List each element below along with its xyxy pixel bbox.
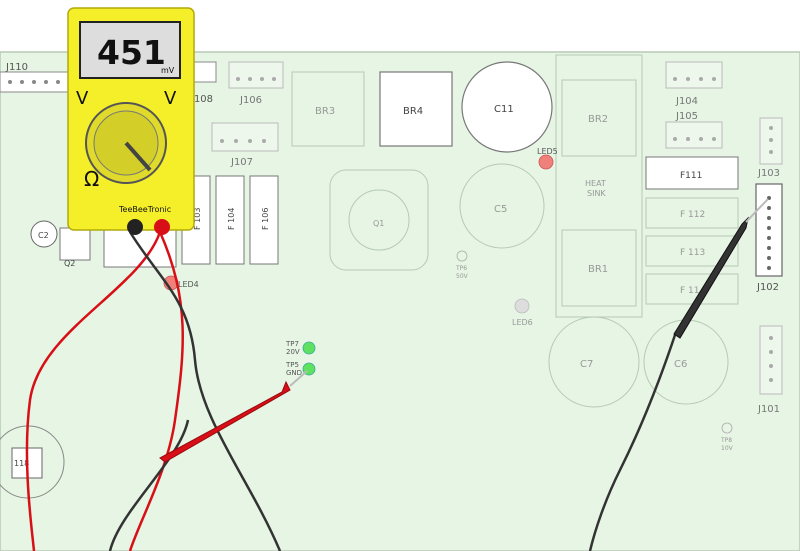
label-f113: F 113	[680, 248, 705, 258]
capacitor-c6[interactable]: C6	[643, 319, 729, 405]
label-tp5-gnd: GND	[286, 369, 302, 377]
mode-ac-volts[interactable]: V	[76, 88, 89, 109]
label-tp7: TP7	[285, 340, 299, 348]
capacitor-c7[interactable]: C7	[548, 316, 640, 408]
com-jack[interactable]	[127, 219, 143, 235]
fuse-f111[interactable]: F111	[645, 156, 739, 190]
dial-pointer	[124, 141, 152, 172]
meter-brand: TeeBeeTronic	[118, 205, 171, 214]
label-br3: BR3	[315, 106, 335, 117]
label-f114: F 11	[680, 286, 700, 296]
multimeter[interactable]: 451 mV V V Ω TeeBeeTronic	[67, 7, 195, 235]
testpoint-tp6[interactable]: TP6 50V	[455, 250, 469, 280]
label-sink: SINK	[587, 189, 606, 198]
bridge-br1[interactable]: BR1	[561, 229, 637, 307]
black-wire-branch	[108, 419, 190, 551]
capacitor-c2[interactable]: C2	[30, 220, 58, 248]
label-br1: BR1	[588, 264, 608, 275]
label-tp5: TP5	[285, 361, 299, 369]
bridge-br2[interactable]: BR2	[561, 79, 637, 157]
label-f106: F 106	[261, 208, 270, 230]
fuse-f112[interactable]: F 112	[645, 197, 739, 229]
probe-wires	[25, 231, 678, 551]
meter-unit: mV	[161, 66, 175, 75]
connector-j102[interactable]: J102	[755, 183, 783, 293]
red-probe[interactable]	[159, 370, 308, 463]
transistor-q1[interactable]: Q1	[329, 169, 429, 271]
label-j105: J105	[675, 111, 698, 122]
connector-j104[interactable]: J104	[665, 61, 723, 107]
label-j106: J106	[239, 95, 262, 106]
label-br2: BR2	[588, 114, 608, 125]
label-j110: J110	[5, 62, 28, 73]
mode-dc-volts[interactable]: V	[164, 88, 177, 109]
red-wire-loop	[128, 231, 184, 551]
red-probe-tip	[289, 370, 308, 387]
black-wire	[128, 231, 282, 551]
led-5[interactable]: LED5	[537, 147, 558, 170]
connector-j110[interactable]: J110	[0, 62, 76, 93]
connector-j103[interactable]: J103	[757, 117, 783, 179]
fuse-f106[interactable]: F 106	[249, 175, 279, 265]
connector-j107[interactable]: J107	[211, 122, 279, 168]
label-j103: J103	[757, 168, 780, 179]
black-probe-tip	[745, 198, 769, 223]
label-c5: C5	[494, 204, 507, 215]
label-tp8: TP8	[720, 437, 732, 444]
label-tp7-voltage: 20V	[286, 348, 300, 356]
transistor-q2[interactable]: Q2	[59, 227, 91, 268]
label-f111: F111	[680, 171, 702, 181]
label-f104: F 104	[227, 208, 236, 230]
testpoint-tp7[interactable]: TP7 20V	[285, 340, 316, 356]
connector-j101[interactable]: J101	[757, 325, 783, 415]
label-j101: J101	[757, 404, 780, 415]
led-6[interactable]: LED6	[512, 298, 533, 327]
bridge-br4[interactable]: BR4	[379, 71, 453, 147]
label-c2: C2	[38, 231, 49, 240]
label-heat: HEAT	[585, 179, 606, 188]
label-br4: BR4	[403, 106, 423, 117]
fuse-f104[interactable]: F 104	[215, 175, 245, 265]
meter-reading: 451	[97, 33, 166, 72]
meter-display	[79, 21, 181, 79]
label-j104: J104	[675, 96, 698, 107]
testpoint-tp8[interactable]: TP8 10V	[720, 422, 734, 452]
label-c11: C11	[494, 104, 514, 115]
label-j108: J108	[190, 94, 213, 105]
label-tp6: TP6	[455, 265, 467, 272]
mode-ohms[interactable]: Ω	[84, 167, 99, 191]
black-wire-right	[588, 331, 678, 551]
label-led6: LED6	[512, 318, 533, 327]
label-led4: LED4	[178, 280, 199, 289]
label-u18: 118	[14, 459, 29, 468]
label-tp8-voltage: 10V	[721, 445, 734, 452]
label-f103: F 103	[193, 208, 202, 230]
connector-j105[interactable]: J105	[665, 111, 723, 149]
connector-j106[interactable]: J106	[228, 61, 284, 106]
label-q2: Q2	[64, 259, 75, 268]
label-j102: J102	[756, 282, 779, 293]
bridge-br3[interactable]: BR3	[291, 71, 365, 147]
label-c6: C6	[674, 359, 687, 370]
voltage-jack[interactable]	[154, 219, 170, 235]
capacitor-c11[interactable]: C11	[461, 61, 553, 153]
label-f112: F 112	[680, 210, 705, 220]
red-wire-left	[25, 231, 162, 551]
label-led5: LED5	[537, 147, 558, 156]
black-probe[interactable]	[673, 198, 769, 339]
label-c7: C7	[580, 359, 593, 370]
label-q1: Q1	[373, 219, 384, 228]
capacitor-c5[interactable]: C5	[459, 163, 545, 249]
fuse-f114[interactable]: F 11	[645, 273, 739, 305]
label-j107: J107	[230, 157, 253, 168]
fuse-f113[interactable]: F 113	[645, 235, 739, 267]
label-tp6-voltage: 50V	[456, 273, 469, 280]
